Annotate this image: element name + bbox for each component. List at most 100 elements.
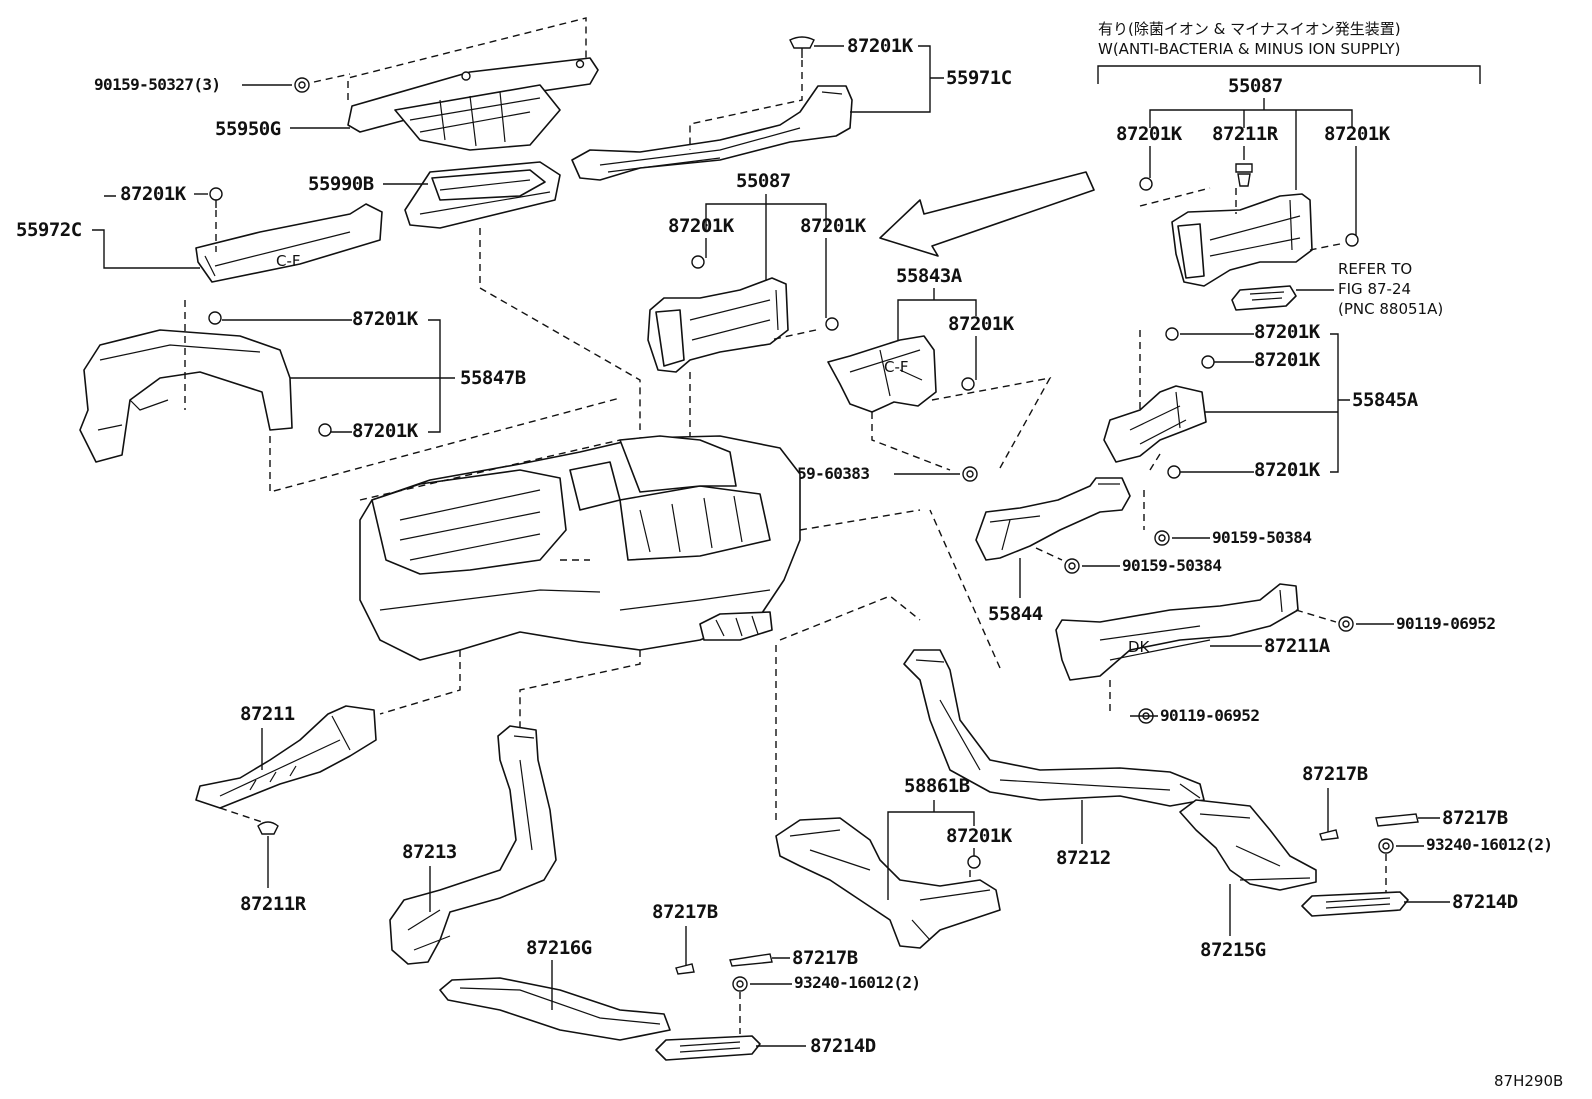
part-55990b (404, 161, 561, 229)
label-87217b-r: 87217B (1302, 763, 1368, 785)
dash-87211a-a (1295, 609, 1337, 623)
label-87217b-l: 87217B (652, 901, 718, 923)
clip-87201k-845c (1167, 465, 1181, 479)
clip-87201k-top (789, 36, 815, 58)
clip-87211r (257, 821, 279, 835)
label-55990b: 55990B (308, 173, 374, 195)
label-87201k-top: 87201K (847, 35, 914, 57)
label-87201k-843: 87201K (948, 313, 1015, 335)
part-55971c (571, 85, 853, 181)
screw-93240-l (732, 976, 748, 992)
clip-87201k-r1 (1139, 177, 1153, 191)
refer-line1: REFER TO (1338, 260, 1412, 278)
label-87201k-mid-r: 87201K (800, 215, 867, 237)
refer-line2: FIG 87-24 (1338, 280, 1411, 298)
label-87215g: 87215G (1200, 939, 1266, 961)
dash-55847b (184, 300, 621, 493)
clip-87217b-l (675, 963, 695, 975)
clip-87201k-a (209, 187, 223, 208)
dash-55990b-down (479, 228, 641, 430)
clip-87201k-588 (967, 855, 981, 869)
bracket-55971c (850, 45, 944, 113)
label-87217b-l2: 87217B (792, 947, 858, 969)
dash-87211 (219, 807, 263, 823)
dash-55844 (1035, 547, 1063, 561)
part-55843a: C-F (827, 335, 937, 413)
label-58861b: 58861B (904, 775, 970, 797)
variant-header-jp: 有り(除菌イオン & マイナスイオン発生装置) (1098, 20, 1401, 38)
part-88051a (1231, 285, 1297, 311)
variant-header-en: W(ANTI-BACTERIA & MINUS ION SUPPLY) (1098, 40, 1400, 58)
clip-87201k-845b (1201, 355, 1215, 369)
part-55972c: C-F (195, 203, 383, 283)
label-93240-r: 93240-16012(2) (1426, 835, 1552, 854)
label-87211r-r: 87211R (1212, 123, 1279, 145)
label-87211r: 87211R (240, 893, 307, 915)
bracket-55087-mid (705, 194, 827, 280)
label-90159-50384-a: 90159-50384 (1212, 528, 1311, 547)
clip-87201k-845a (1165, 327, 1179, 341)
clip-87201k-r2 (1345, 233, 1359, 247)
part-87214d-l (655, 1035, 761, 1061)
part-55950g (347, 57, 599, 151)
svg-text:C-F: C-F (884, 358, 909, 376)
clip-87217b-l2 (729, 953, 773, 967)
screw-90159-50384-a (1154, 530, 1170, 546)
label-55847b: 55847B (460, 367, 526, 389)
label-55087-right: 55087 (1228, 75, 1283, 97)
label-87201k-845c: 87201K (1254, 459, 1321, 481)
part-87216g (439, 977, 671, 1041)
part-87211a: DK (1055, 583, 1299, 681)
bracket-55847b (290, 319, 455, 433)
clip-87201k-c (318, 423, 332, 437)
bracket-55087-right (1149, 98, 1353, 190)
svg-text:DK: DK (1128, 638, 1151, 656)
part-55087-right (1171, 193, 1313, 287)
part-87212 (903, 649, 1205, 807)
label-87201k-mid-l: 87201K (668, 215, 735, 237)
clip-87201k-mid-l (691, 255, 705, 269)
part-87215g (1179, 799, 1317, 891)
screw-93240-r (1378, 838, 1394, 854)
clip-87211r-r (1235, 163, 1253, 187)
label-87211a: 87211A (1264, 635, 1331, 657)
screw-90159-50384-b (1064, 558, 1080, 574)
clip-87217b-r (1319, 829, 1339, 841)
direction-arrow (879, 171, 1095, 257)
label-55843a: 55843A (896, 265, 963, 287)
bracket-55845a (1180, 333, 1350, 473)
label-87201k-r2: 87201K (1324, 123, 1391, 145)
clip-87201k-843 (961, 377, 975, 391)
leader-55950g-dash (347, 17, 587, 100)
label-55972c: 55972C (16, 219, 82, 241)
label-55971c: 55971C (946, 67, 1012, 89)
label-87201k-a: 87201K (120, 183, 187, 205)
label-90119-06952-b: 90119-06952 (1160, 706, 1259, 725)
label-55950g: 55950G (215, 118, 281, 140)
label-87201k-588: 87201K (946, 825, 1013, 847)
label-90159-50327: 90159-50327(3) (94, 75, 220, 94)
dash-hvac-links (359, 439, 921, 760)
clip-87201k-mid-r (825, 317, 839, 331)
leader-50327-dash (313, 73, 351, 83)
figure-id: 87H290B (1494, 1072, 1563, 1090)
dash-55843a (871, 377, 1052, 471)
label-87201k-b: 87201K (352, 308, 419, 330)
part-87211 (195, 705, 377, 809)
part-55844 (975, 477, 1131, 561)
bracket-58861b (887, 800, 975, 900)
label-87212: 87212 (1056, 847, 1111, 869)
dash-87211a-b (929, 509, 1111, 716)
label-87217b-r2: 87217B (1442, 807, 1508, 829)
variant-bracket (1097, 65, 1481, 84)
label-87216g: 87216G (526, 937, 592, 959)
label-87211: 87211 (240, 703, 295, 725)
label-87201k-r1: 87201K (1116, 123, 1183, 145)
part-hvac-unit (359, 435, 801, 661)
label-87201k-845a: 87201K (1254, 321, 1321, 343)
label-87201k-c: 87201K (352, 420, 419, 442)
refer-line3: (PNC 88051A) (1338, 300, 1443, 318)
label-87213: 87213 (402, 841, 457, 863)
part-55845a (1103, 385, 1207, 463)
